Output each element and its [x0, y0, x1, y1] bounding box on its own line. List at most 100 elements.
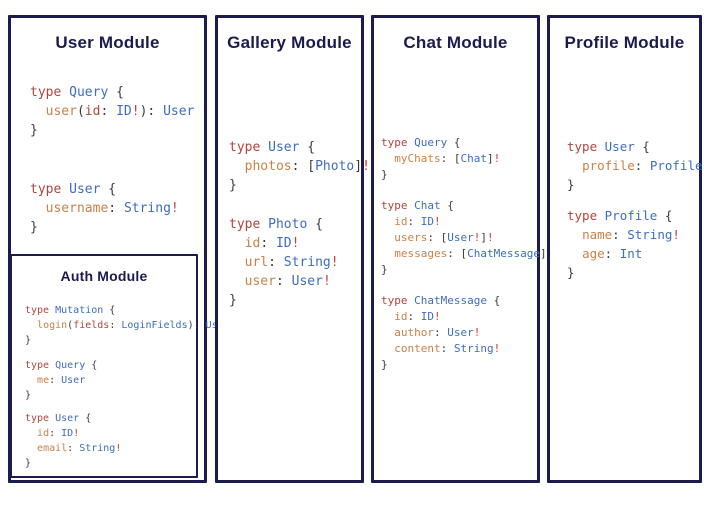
- code-token: id: [394, 310, 408, 323]
- code-block-auth-mutation: type Mutation { login(fields: LoginField…: [25, 303, 230, 348]
- code-token: [25, 428, 37, 439]
- code-token: [: [453, 152, 461, 165]
- code-token: [381, 152, 394, 165]
- code-line: type User {: [567, 137, 704, 156]
- code-token: :: [634, 158, 650, 173]
- code-token: type: [381, 199, 415, 212]
- code-token: {: [85, 413, 92, 424]
- code-block-chat-query: type Query { myChats: [Chat]!}: [381, 135, 500, 183]
- code-line: name: String!: [567, 225, 680, 244]
- code-token: }: [229, 293, 237, 308]
- code-token: :: [49, 428, 62, 439]
- code-token: [25, 375, 37, 386]
- code-token: {: [315, 217, 323, 232]
- code-line: url: String!: [229, 253, 339, 272]
- code-line: id: ID!: [381, 214, 553, 230]
- code-token: :: [612, 227, 628, 242]
- code-line: me: User: [25, 373, 97, 388]
- code-line: }: [30, 218, 179, 237]
- code-line: photos: [Photo]!: [229, 157, 370, 176]
- code-token: }: [30, 123, 38, 138]
- code-block-auth-query: type Query { me: User}: [25, 358, 97, 403]
- code-line: type Photo {: [229, 215, 339, 234]
- code-token: type: [25, 413, 56, 424]
- code-token: username: [45, 201, 109, 216]
- code-token: type: [229, 140, 269, 155]
- code-token: Mutation: [55, 305, 110, 316]
- code-token: ):: [187, 320, 206, 331]
- code-token: :: [434, 326, 448, 339]
- code-token: users: [394, 231, 428, 244]
- code-token: ]: [480, 231, 487, 244]
- code-line: type User {: [30, 180, 179, 199]
- code-token: author: [394, 326, 434, 339]
- code-token: !: [322, 274, 331, 289]
- code-token: id: [244, 236, 261, 251]
- code-token: LoginFields: [121, 320, 188, 331]
- code-line: id: ID!: [381, 309, 500, 325]
- code-token: [25, 443, 37, 454]
- code-line: }: [229, 176, 370, 195]
- code-token: }: [25, 458, 32, 469]
- code-token: ):: [139, 104, 164, 119]
- code-token: [229, 255, 245, 270]
- code-line: type Profile {: [567, 206, 680, 225]
- code-token: type: [25, 305, 56, 316]
- code-token: !: [493, 342, 501, 355]
- code-token: {: [664, 208, 673, 223]
- code-line: type Chat {: [381, 198, 553, 214]
- code-token: age: [582, 246, 605, 261]
- code-line: username: String!: [30, 199, 179, 218]
- code-token: User: [604, 139, 643, 154]
- code-token: }: [567, 177, 575, 192]
- code-token: type: [567, 208, 605, 223]
- code-line: type Query {: [25, 358, 97, 373]
- code-token: ]: [354, 159, 363, 174]
- code-line: }: [25, 388, 97, 403]
- code-token: }: [229, 178, 237, 193]
- code-token: }: [381, 263, 388, 276]
- code-token: :: [49, 375, 62, 386]
- code-line: }: [567, 263, 680, 282]
- code-token: type: [381, 136, 415, 149]
- code-token: ]: [539, 247, 547, 260]
- code-token: User: [61, 375, 86, 386]
- code-token: [381, 247, 394, 260]
- panel-title-profile-module: Profile Module: [564, 33, 685, 52]
- code-token: [25, 320, 37, 331]
- code-line: users: [User!]!: [381, 230, 553, 246]
- code-line: id: ID!: [25, 426, 121, 441]
- code-line: }: [25, 333, 230, 348]
- code-token: :: [407, 215, 421, 228]
- panel-title-auth-module: Auth Module: [60, 268, 148, 284]
- code-token: !: [703, 158, 704, 173]
- code-token: ID: [420, 215, 434, 228]
- code-token: ]: [486, 152, 494, 165]
- code-token: [381, 231, 394, 244]
- code-token: {: [307, 140, 316, 155]
- code-token: [30, 201, 46, 216]
- code-block-gallery-user-type: type User { photos: [Photo]!}: [229, 138, 370, 195]
- code-token: }: [30, 220, 38, 235]
- code-token: !: [115, 443, 122, 454]
- code-token: Query: [414, 136, 454, 149]
- code-token: String: [79, 443, 116, 454]
- code-token: {: [116, 85, 124, 100]
- code-block-profile-user-type: type User { profile: Profile!}: [567, 137, 704, 194]
- code-token: !: [434, 310, 441, 323]
- code-token: id: [37, 428, 50, 439]
- code-token: !: [493, 152, 501, 165]
- code-token: Query: [55, 360, 92, 371]
- code-token: ID: [420, 310, 434, 323]
- code-token: :: [275, 274, 292, 289]
- code-line: type Query {: [381, 135, 500, 151]
- panel-title-chat-module: Chat Module: [403, 33, 508, 52]
- code-token: type: [30, 85, 70, 100]
- code-line: user(id: ID!): User: [30, 102, 195, 121]
- code-token: {: [493, 294, 501, 307]
- code-token: [381, 326, 394, 339]
- code-token: ChatMessage: [467, 247, 540, 260]
- code-line: }: [381, 167, 500, 183]
- code-token: User: [447, 231, 474, 244]
- code-token: User: [69, 182, 109, 197]
